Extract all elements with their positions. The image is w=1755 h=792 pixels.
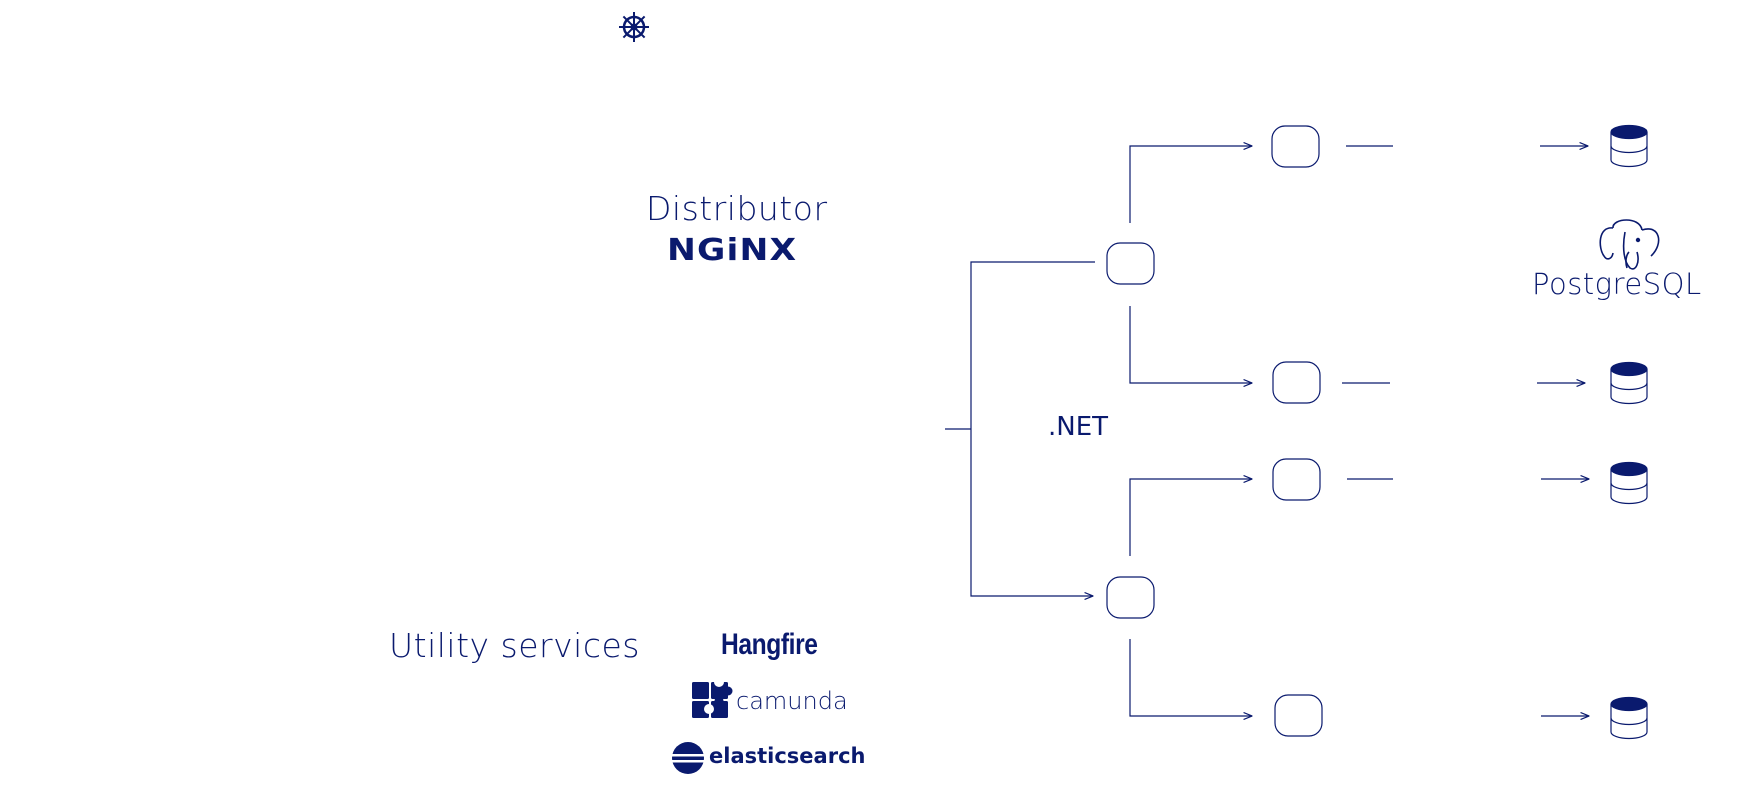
database-icon-3 xyxy=(1610,461,1648,505)
bracket-main xyxy=(970,261,1095,596)
nginx-logo: NGiNX xyxy=(667,233,798,268)
connector-b-top xyxy=(1129,479,1252,556)
database-icon-1 xyxy=(1610,124,1648,168)
node-router-b xyxy=(1106,576,1155,619)
hangfire-logo: Hangfire xyxy=(721,628,818,661)
utility-services-title: Utility services xyxy=(389,626,640,665)
connector-a-bottom xyxy=(1129,306,1252,383)
node-service-4 xyxy=(1274,694,1323,737)
connector-a-top xyxy=(1129,146,1252,223)
node-service-1 xyxy=(1271,125,1320,168)
distributor-title: Distributor xyxy=(646,189,828,228)
connector-b-bottom xyxy=(1129,639,1252,716)
node-router-a xyxy=(1106,242,1155,285)
dotnet-label: .NET xyxy=(1048,412,1109,442)
elasticsearch-label: elasticsearch xyxy=(709,744,866,768)
elasticsearch-icon xyxy=(670,742,706,774)
node-service-2 xyxy=(1272,361,1321,404)
database-icon-4 xyxy=(1610,696,1648,740)
helm-icon xyxy=(619,12,649,42)
camunda-label: camunda xyxy=(736,687,848,715)
postgresql-elephant-icon xyxy=(1599,219,1660,270)
node-service-3 xyxy=(1272,458,1321,501)
postgresql-label: PostgreSQL xyxy=(1532,267,1702,301)
camunda-puzzle-icon xyxy=(692,677,733,718)
database-icon-2 xyxy=(1610,361,1648,405)
